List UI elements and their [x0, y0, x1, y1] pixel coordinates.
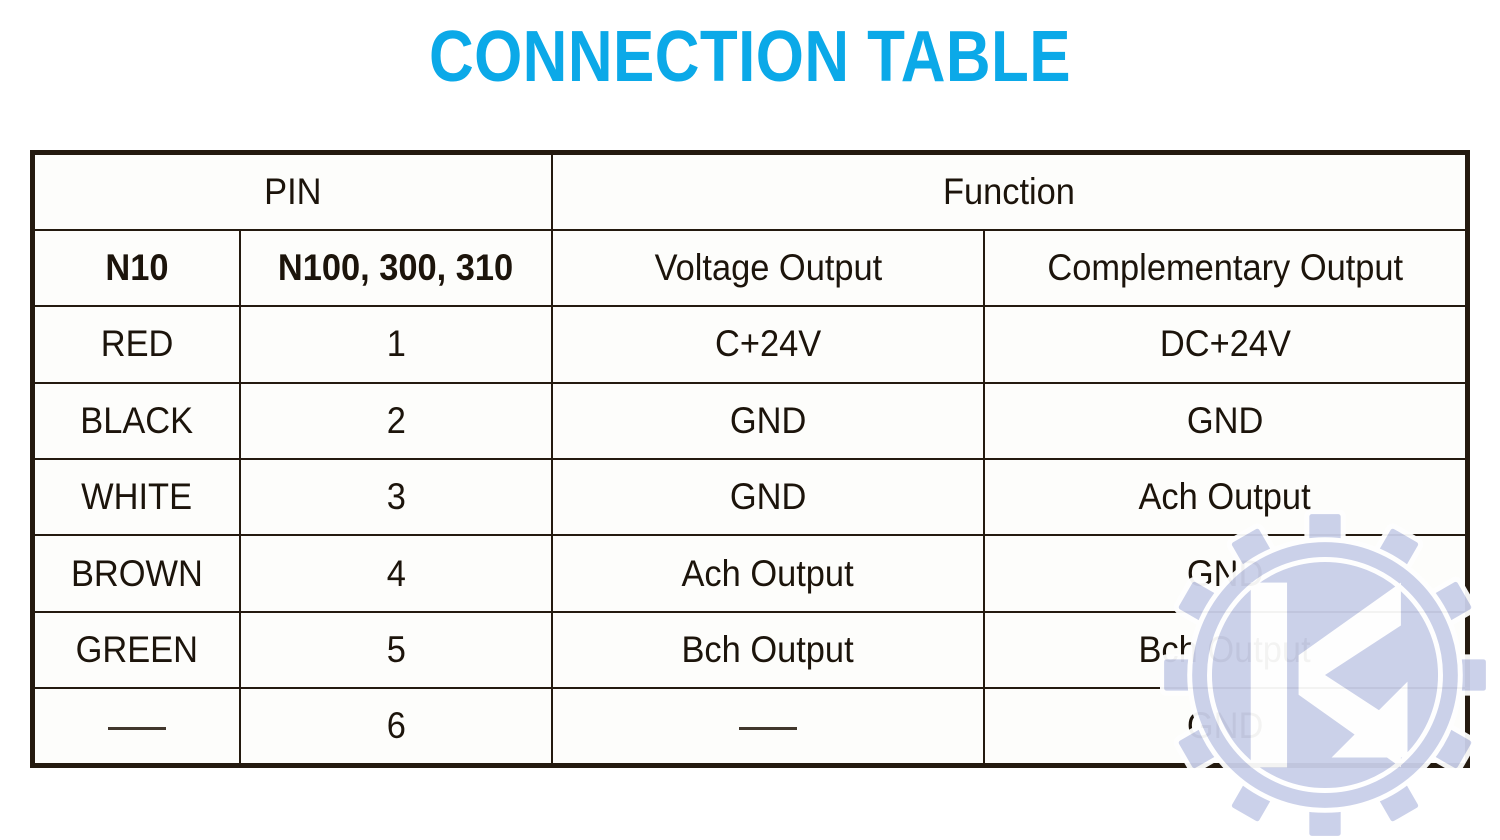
cell-n10: BLACK	[35, 381, 241, 460]
cell-complementary-output-value: GND	[1186, 552, 1264, 594]
cell-pin-value: 4	[386, 552, 406, 594]
cell-pin-value: 3	[386, 476, 406, 518]
cell-complementary-output: GND	[982, 381, 1466, 460]
cell-complementary-output: DC+24V	[982, 305, 1466, 384]
column-header-n10-label: N10	[105, 246, 169, 288]
cell-complementary-output-value: DC+24V	[1159, 323, 1291, 365]
cell-pin-value: 6	[386, 705, 406, 747]
cell-voltage-output-value: Bch Output	[681, 629, 855, 670]
cell-n10-value: GREEN	[75, 629, 199, 670]
cell-n10: WHITE	[35, 457, 241, 537]
cell-complementary-output: GND	[982, 687, 1466, 763]
cell-n10-value: RED	[100, 323, 174, 365]
group-header-pin-label: PIN	[264, 170, 322, 212]
cell-n10: RED	[35, 305, 241, 384]
column-header-voltage-output: Voltage Output	[551, 228, 985, 308]
column-header-n100-300-310-label: N100, 300, 310	[278, 246, 514, 288]
table-row: 6 GND	[35, 687, 1466, 763]
table-row: BLACK 2 GND GND	[35, 381, 1466, 460]
cell-n10: GREEN	[35, 610, 241, 690]
cell-pin-value: 1	[386, 323, 406, 365]
cell-complementary-output-value: Bch Output	[1138, 629, 1312, 670]
cell-voltage-output-value: GND	[729, 476, 807, 518]
connection-table: PIN Function N10 N100, 300, 310 Voltage …	[30, 150, 1470, 768]
column-header-n100-300-310: N100, 300, 310	[239, 228, 553, 308]
group-header-function: Function	[550, 155, 1466, 231]
cell-voltage-output: Bch Output	[551, 610, 985, 690]
group-header-pin: PIN	[35, 155, 553, 231]
cell-pin: 6	[239, 687, 553, 763]
cell-voltage-output-value: Ach Output	[681, 552, 855, 594]
table-row: RED 1 C+24V DC+24V	[35, 305, 1466, 384]
cell-voltage-output: GND	[551, 457, 985, 537]
cell-voltage-output: Ach Output	[551, 534, 985, 613]
table-group-header-row: PIN Function	[35, 155, 1466, 231]
cell-voltage-output	[551, 687, 985, 763]
cell-n10-value: BROWN	[71, 552, 203, 594]
cell-complementary-output-value: Ach Output	[1138, 476, 1312, 518]
table-row: WHITE 3 GND Ach Output	[35, 457, 1466, 537]
cell-complementary-output-value: GND	[1186, 705, 1264, 747]
cell-complementary-output: Ach Output	[982, 457, 1466, 537]
empty-dash-icon	[108, 726, 166, 730]
empty-dash-icon	[739, 726, 797, 730]
column-header-complementary-output: Complementary Output	[982, 228, 1466, 308]
column-header-voltage-output-label: Voltage Output	[654, 246, 882, 288]
cell-n10: BROWN	[35, 534, 241, 613]
group-header-function-label: Function	[943, 170, 1076, 212]
page-title: CONNECTION TABLE	[428, 17, 1072, 97]
cell-voltage-output-value: C+24V	[714, 323, 822, 365]
cell-pin: 5	[239, 610, 553, 690]
cell-voltage-output: GND	[551, 381, 985, 460]
cell-pin: 3	[239, 457, 553, 537]
cell-complementary-output: GND	[982, 534, 1466, 613]
cell-n10	[35, 687, 241, 763]
cell-n10-value: BLACK	[80, 399, 194, 441]
cell-voltage-output-value: GND	[729, 399, 807, 441]
cell-complementary-output-value: GND	[1186, 399, 1264, 441]
cell-pin: 2	[239, 381, 553, 460]
cell-pin: 1	[239, 305, 553, 384]
cell-pin-value: 5	[386, 629, 406, 670]
table-row: BROWN 4 Ach Output GND	[35, 534, 1466, 613]
cell-n10-value: WHITE	[81, 476, 193, 518]
connection-table-grid: PIN Function N10 N100, 300, 310 Voltage …	[35, 155, 1466, 763]
column-header-complementary-output-label: Complementary Output	[1047, 246, 1403, 288]
cell-pin: 4	[239, 534, 553, 613]
cell-pin-value: 2	[386, 399, 406, 441]
table-column-header-row: N10 N100, 300, 310 Voltage Output Comple…	[35, 228, 1466, 308]
cell-voltage-output: C+24V	[551, 305, 985, 384]
cell-complementary-output: Bch Output	[982, 610, 1466, 690]
table-row: GREEN 5 Bch Output Bch Output	[35, 610, 1466, 690]
column-header-n10: N10	[35, 228, 241, 308]
